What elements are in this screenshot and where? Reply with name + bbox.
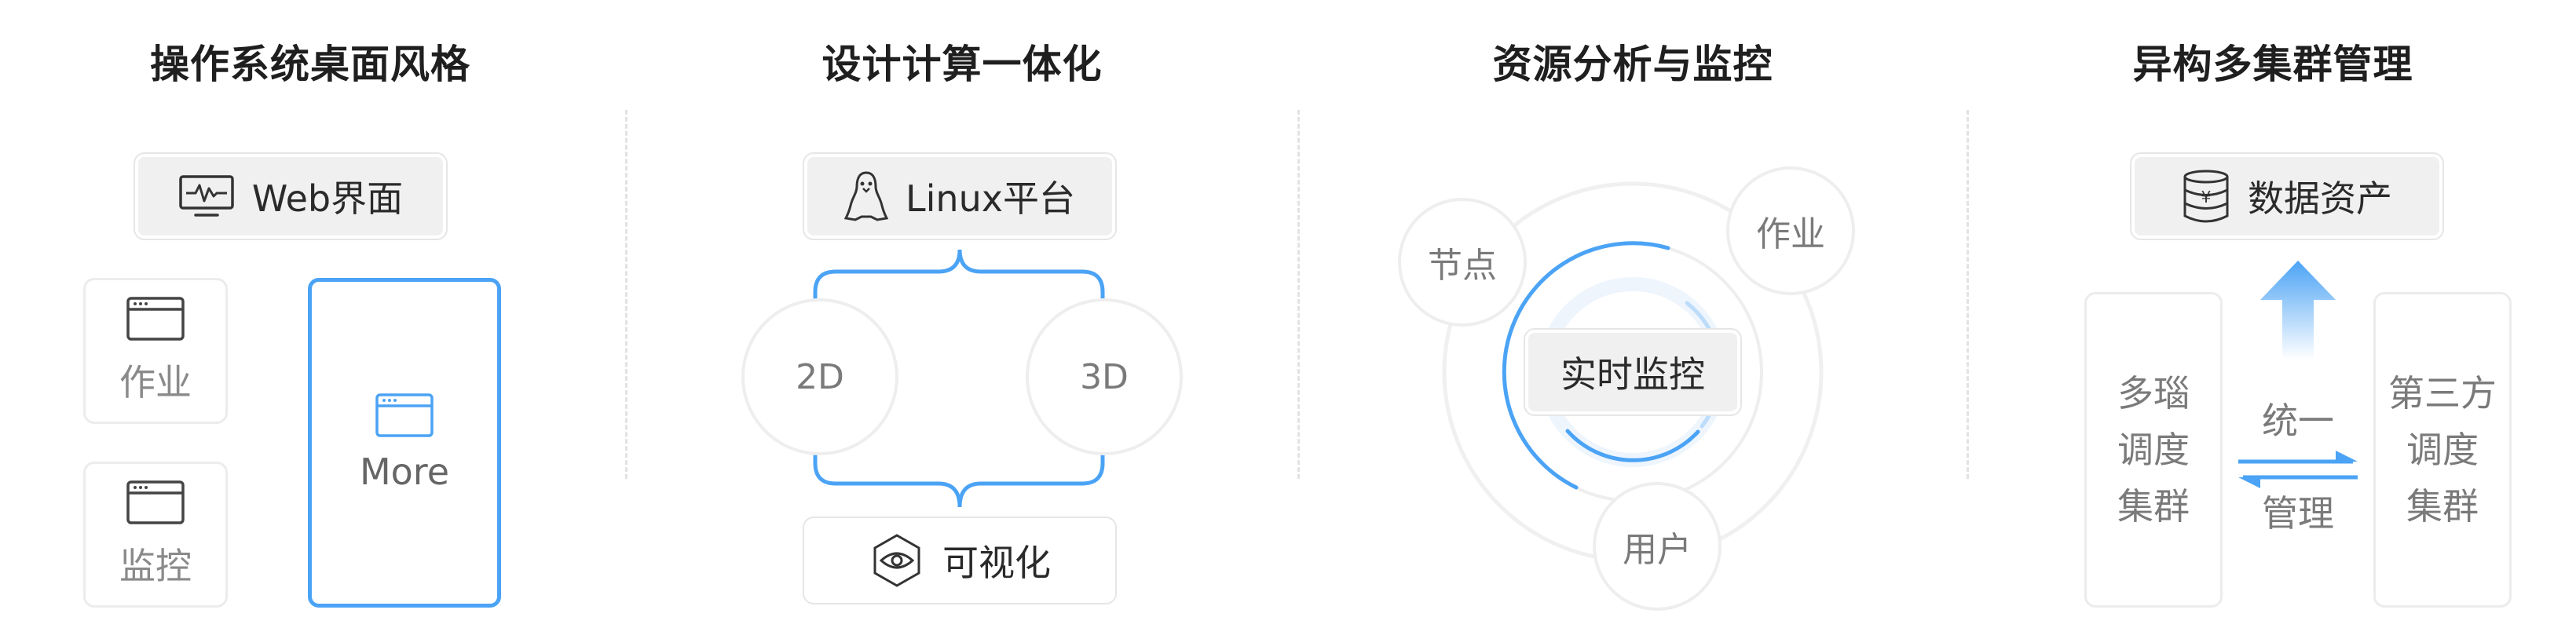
cluster-line: 集群 (2117, 485, 2190, 528)
exchange-arrows-icon (2238, 451, 2358, 488)
web-interface-label: Web界面 (251, 177, 404, 220)
user-label: 用户 (1623, 530, 1692, 570)
window-icon (375, 392, 434, 438)
realtime-monitor-label: 实时监控 (1561, 353, 1705, 396)
job-label: 作业 (119, 361, 192, 403)
more-card: More (308, 278, 501, 608)
node-bubble: 节点 (1398, 198, 1527, 327)
cluster-line: 集群 (2406, 485, 2479, 528)
divider (1967, 110, 1969, 479)
orbit-rings (1442, 181, 1824, 563)
cluster-line: 多瑙 (2117, 372, 2190, 414)
panel-heterogeneous-cluster: 异构多集群管理 ¥ 数据资产 多瑙 调度 集群 第三方 调度 集群 (1970, 0, 2576, 628)
user-bubble: 用户 (1593, 482, 1722, 611)
visualization-chip: 可视化 (803, 517, 1117, 604)
window-icon (126, 480, 185, 525)
third-party-cluster-card: 第三方 调度 集群 (2373, 292, 2512, 608)
2d-label: 2D (796, 356, 844, 397)
3d-node: 3D (1026, 298, 1183, 455)
realtime-monitor-chip: 实时监控 (1524, 328, 1742, 416)
linux-platform-label: Linux平台 (906, 177, 1075, 220)
linux-platform-chip: Linux平台 (803, 152, 1117, 240)
database-icon: ¥ (2182, 169, 2230, 224)
danuo-cluster-card: 多瑙 调度 集群 (2084, 292, 2223, 608)
management-label: 管理 (2262, 492, 2334, 535)
panel-resource-monitor: 资源分析与监控 节点 作业 用户 实时监控 (1301, 0, 1965, 628)
web-interface-chip: Web界面 (134, 152, 448, 240)
cluster-line: 调度 (2117, 429, 2190, 471)
data-asset-label: 数据资产 (2248, 177, 2392, 220)
2d-node: 2D (741, 298, 898, 455)
eye-icon (869, 532, 925, 589)
job-label: 作业 (1756, 214, 1825, 254)
panel-title: 操作系统桌面风格 (150, 42, 470, 87)
monitor-icon (178, 174, 235, 218)
3d-label: 3D (1080, 356, 1129, 397)
panel-title: 资源分析与监控 (1492, 42, 1773, 87)
panel-desktop-style: 操作系统桌面风格 Web界面 作业 (0, 0, 620, 628)
monitor-card: 监控 (83, 462, 228, 608)
visualization-label: 可视化 (942, 542, 1051, 584)
job-card: 作业 (83, 278, 228, 424)
panel-title: 设计计算一体化 (821, 42, 1103, 87)
cluster-line: 第三方 (2388, 372, 2497, 414)
bracket-connectors (813, 249, 1105, 508)
divider (1297, 110, 1300, 479)
unified-label: 统一 (2262, 400, 2334, 442)
job-bubble: 作业 (1726, 166, 1855, 295)
cluster-line: 调度 (2406, 429, 2479, 471)
window-icon (126, 296, 185, 341)
divider (625, 110, 628, 479)
more-label: More (359, 451, 450, 493)
up-arrow-icon (2260, 261, 2336, 360)
linux-penguin-icon (844, 170, 889, 223)
node-label: 节点 (1428, 246, 1497, 286)
panel-design-compute: 设计计算一体化 Linux平台 2D 3D (628, 0, 1296, 628)
svg-text:¥: ¥ (2201, 188, 2212, 206)
data-asset-chip: ¥ 数据资产 (2130, 152, 2444, 240)
monitor-label: 监控 (119, 545, 192, 587)
panel-title: 异构多集群管理 (2132, 42, 2413, 87)
